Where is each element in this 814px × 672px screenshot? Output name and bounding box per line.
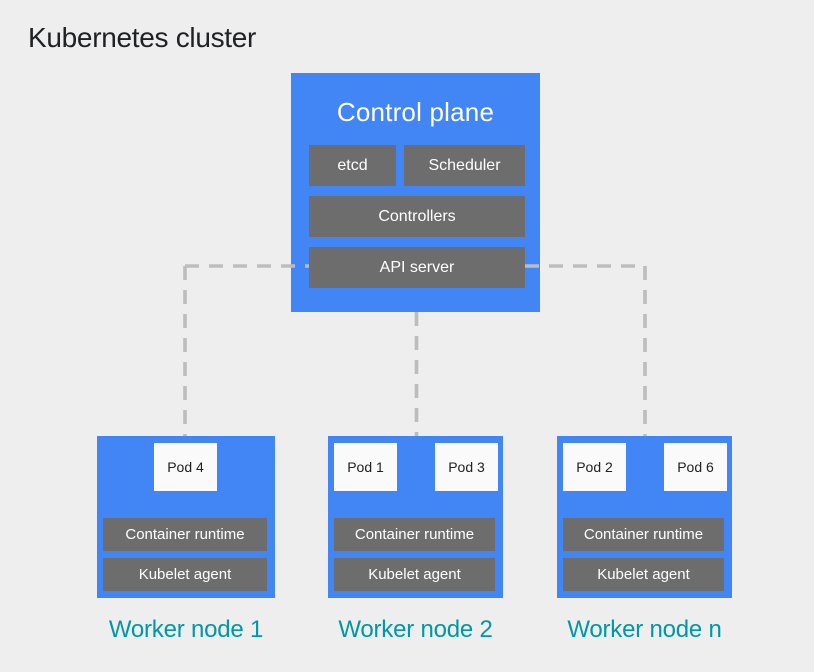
container-runtime-label: Container runtime (125, 526, 245, 543)
kubelet-agent-layer: Kubelet agent (334, 558, 495, 591)
pod-box: Pod 4 (154, 443, 217, 491)
pod-box: Pod 6 (664, 443, 727, 491)
pod-label: Pod 1 (347, 459, 384, 475)
pod-label: Pod 4 (167, 459, 204, 475)
container-runtime-label: Container runtime (583, 526, 704, 543)
worker-node-1-box: Pod 4 Container runtime Kubelet agent (97, 436, 275, 598)
component-api-server: API server (309, 247, 525, 288)
worker-node-1-label: Worker node 1 (108, 616, 264, 643)
container-runtime-layer: Container runtime (563, 518, 724, 551)
component-controllers: Controllers (309, 196, 525, 237)
diagram-title: Kubernetes cluster (28, 22, 257, 53)
pod-box: Pod 2 (563, 443, 626, 491)
pod-box: Pod 3 (435, 443, 498, 491)
worker-node-2-label: Worker node 2 (338, 616, 493, 643)
worker-node-2-box: Pod 1 Pod 3 Container runtime Kubelet ag… (328, 436, 503, 598)
component-scheduler: Scheduler (404, 145, 525, 186)
container-runtime-layer: Container runtime (334, 518, 495, 551)
kubelet-agent-label: Kubelet agent (597, 566, 690, 583)
container-runtime-label: Container runtime (354, 526, 475, 543)
pod-label: Pod 6 (677, 459, 714, 475)
component-scheduler-label: Scheduler (428, 156, 501, 174)
kubelet-agent-layer: Kubelet agent (103, 558, 267, 591)
worker-node-n-box: Pod 2 Pod 6 Container runtime Kubelet ag… (557, 436, 732, 598)
container-runtime-layer: Container runtime (103, 518, 267, 551)
kubelet-agent-layer: Kubelet agent (563, 558, 724, 591)
component-etcd-label: etcd (337, 156, 368, 174)
pod-label: Pod 3 (448, 459, 485, 475)
worker-node-n-label: Worker node n (567, 616, 722, 643)
kubelet-agent-label: Kubelet agent (368, 566, 461, 583)
kubelet-agent-label: Kubelet agent (138, 566, 232, 583)
control-plane-title: Control plane (336, 97, 495, 127)
pod-box: Pod 1 (334, 443, 397, 491)
pod-label: Pod 2 (576, 459, 613, 475)
control-plane-box: Control plane etcd Scheduler Controllers… (291, 73, 540, 312)
component-etcd: etcd (309, 145, 396, 186)
component-api-server-label: API server (379, 258, 455, 276)
component-controllers-label: Controllers (378, 207, 456, 225)
